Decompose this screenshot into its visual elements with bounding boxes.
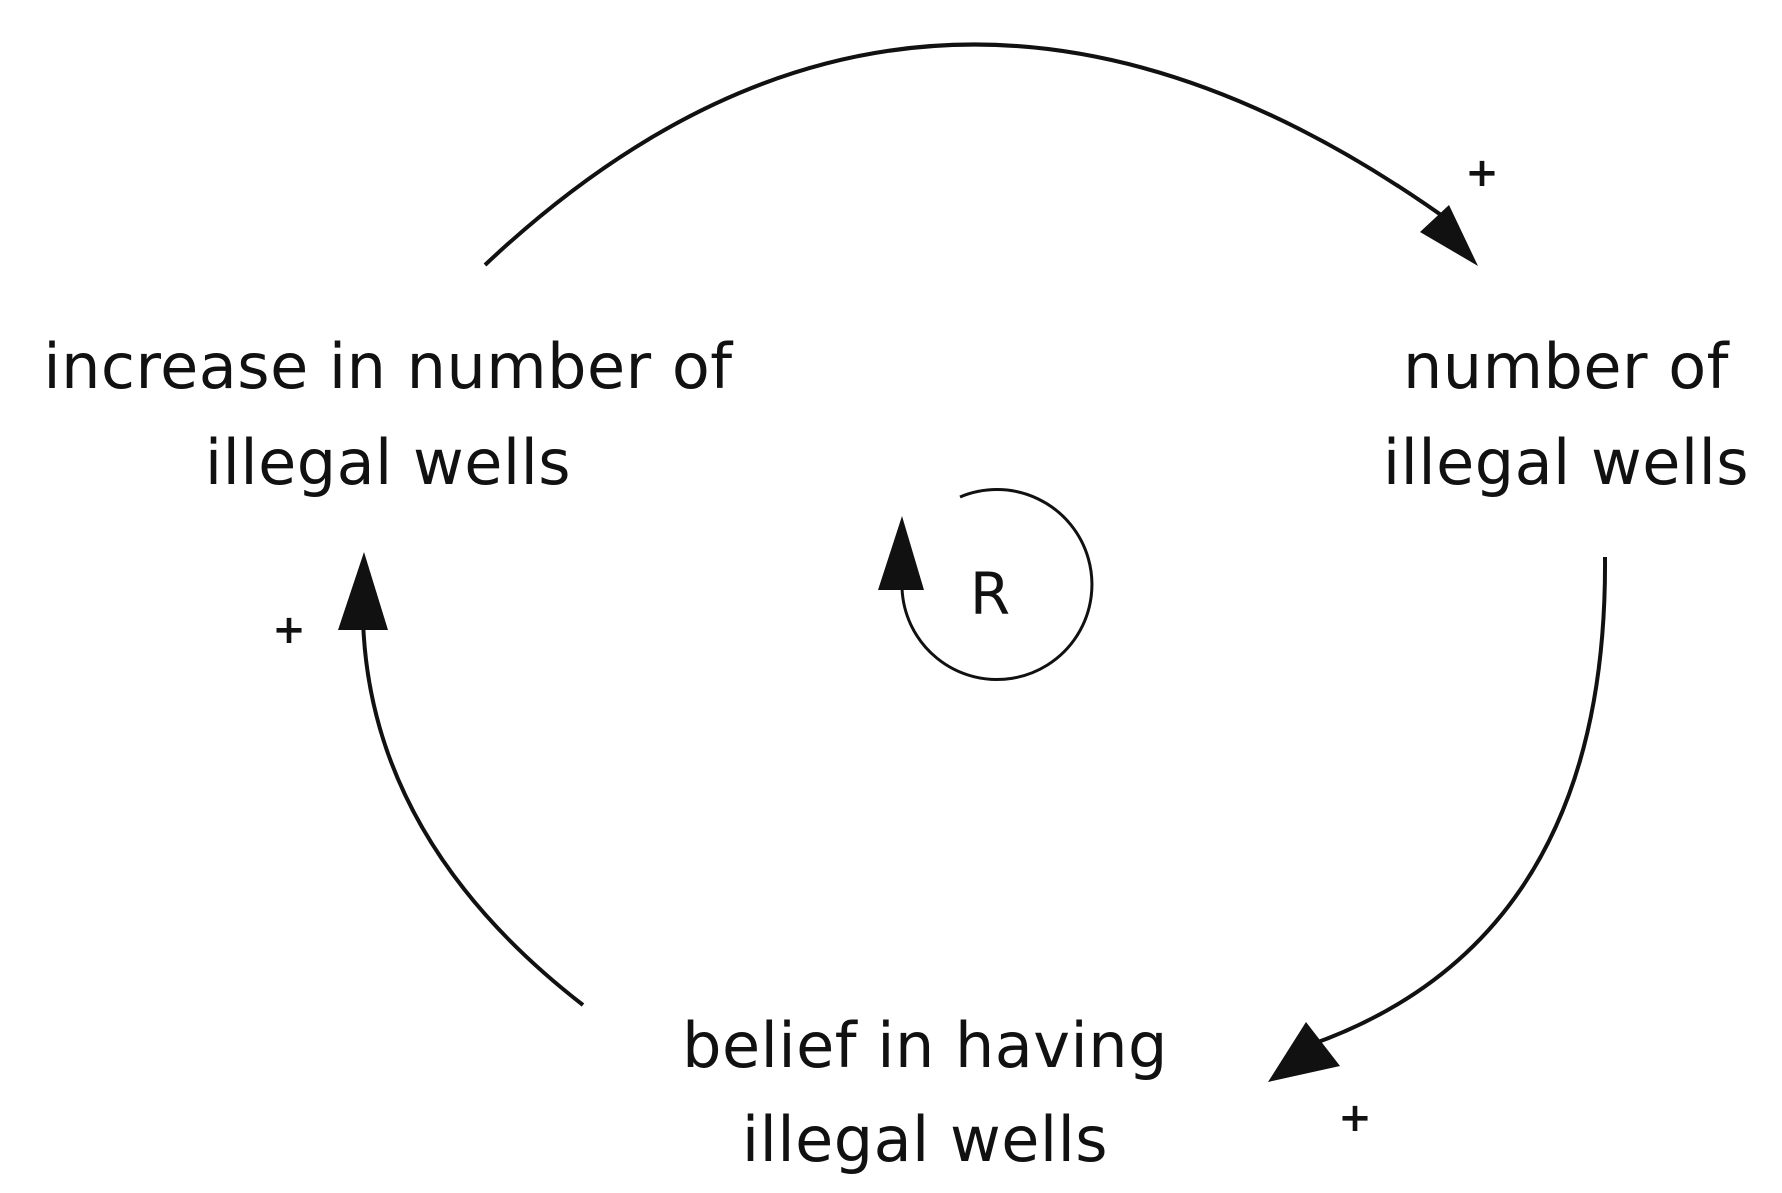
node-number-line1: number of [1403,330,1731,403]
link-increase-to-number [483,42,1457,267]
loop-indicator: R [878,488,1094,682]
link-number-to-belief [1309,556,1608,1047]
node-increase-line2: illegal wells [205,426,571,499]
node-increase-line1: increase in number of [43,330,734,403]
arrowhead-belief-to-increase [338,552,388,630]
node-belief-line2: illegal wells [742,1103,1108,1176]
node-increase-in-number-of-illegal-wells: increase in number of illegal wells [43,330,734,499]
loop-ring [900,488,1094,682]
arrowhead-increase-to-number [1420,205,1478,266]
loop-label: R [970,560,1010,628]
node-number-line2: illegal wells [1383,426,1749,499]
arrowhead-number-to-belief [1268,1022,1340,1082]
loop-arrowhead-icon [878,516,924,590]
polarity-increase-to-number: + [1465,150,1499,196]
polarity-number-to-belief: + [1338,1095,1372,1141]
polarity-belief-to-increase: + [272,607,306,653]
node-belief-line1: belief in having [682,1009,1168,1082]
node-belief-in-having-illegal-wells: belief in having illegal wells [682,1009,1168,1176]
link-belief-to-increase [361,619,585,1007]
node-number-of-illegal-wells: number of illegal wells [1383,330,1749,499]
